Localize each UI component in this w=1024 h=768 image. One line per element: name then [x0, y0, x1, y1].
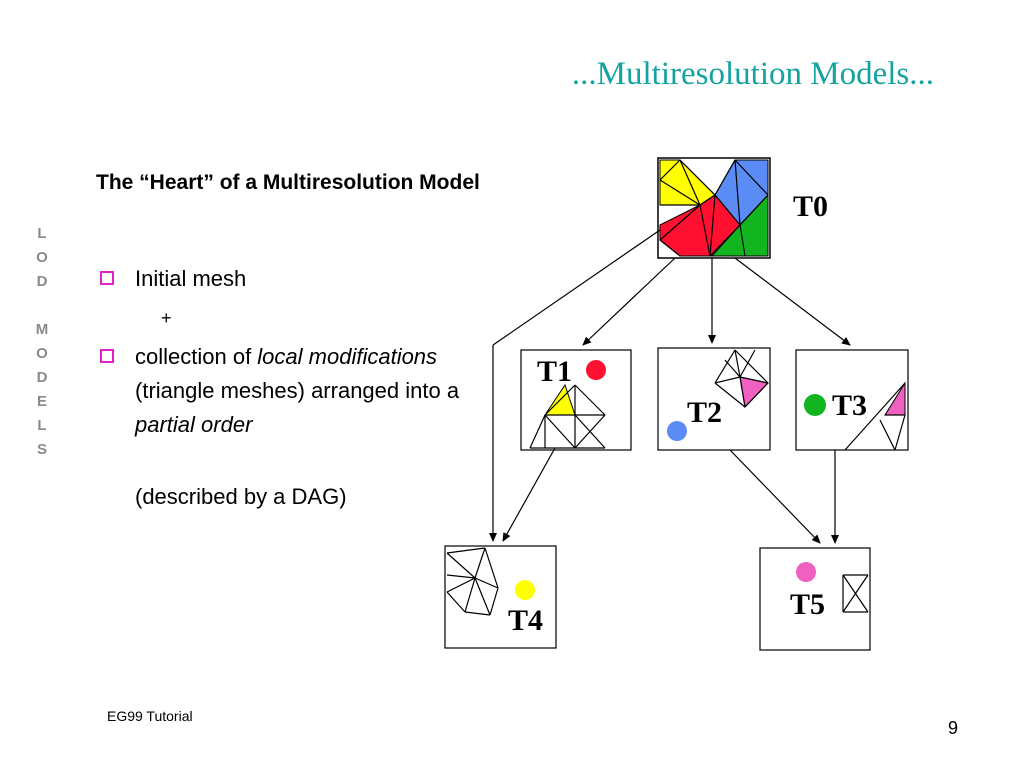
- sidebar-letter: E: [36, 393, 47, 410]
- t5-pink-dot: [796, 562, 816, 582]
- node-label-t1: T1: [537, 355, 572, 388]
- edge-t0-t1: [582, 257, 676, 346]
- t2-blue-dot: [667, 421, 687, 441]
- text-run-italic: partial order: [135, 412, 253, 437]
- sidebar-letter: S: [36, 441, 47, 458]
- node-label-t2: T2: [687, 396, 722, 429]
- slide-title: ...Multiresolution Models...: [571, 56, 934, 92]
- sidebar-letter: O: [36, 249, 48, 266]
- t1-mesh-edges: [529, 384, 606, 449]
- t4-frame: [444, 545, 557, 649]
- bullet-initial-mesh: Initial mesh: [100, 262, 460, 296]
- text-run: collection of: [135, 344, 258, 369]
- sidebar-letter: D: [36, 369, 48, 386]
- bullet-text: Initial mesh: [135, 266, 247, 291]
- edge-t1-t4: [502, 447, 556, 542]
- node-label-t4: T4: [508, 604, 543, 637]
- sidebar-letter: M: [35, 321, 49, 338]
- t5-mesh-edges: [842, 574, 869, 613]
- page-number: 9: [947, 718, 958, 738]
- dag-note: (described by a DAG): [135, 484, 347, 509]
- node-t0: T0: [657, 157, 828, 259]
- node-t3: T3: [795, 349, 909, 451]
- section-heading: The “Heart” of a Multiresolution Model: [96, 171, 480, 194]
- bullet-local-modifications: collection of local modifications (trian…: [100, 340, 460, 442]
- node-t2: T2: [657, 347, 771, 451]
- footer-text: EG99 Tutorial: [107, 708, 193, 724]
- node-t5: T5: [759, 547, 871, 651]
- t5-frame: [759, 547, 871, 651]
- t1-frame: [520, 349, 632, 451]
- t2-mesh-edges: [714, 349, 769, 408]
- edge-t0-t3: [734, 257, 851, 346]
- t4-yellow-dot: [515, 580, 535, 600]
- bullet-text: collection of local modifications (trian…: [135, 340, 460, 442]
- edge-t0-t4-part: [492, 229, 661, 346]
- text-run-italic: local modifications: [257, 344, 438, 369]
- edge-t2-t5: [729, 449, 821, 544]
- text-run: (triangle meshes) arranged into a: [135, 378, 460, 403]
- dag-edges: [489, 229, 851, 544]
- node-label-t5: T5: [790, 588, 825, 621]
- t0-green-region-2: [710, 223, 746, 257]
- sidebar-letter: L: [37, 225, 47, 242]
- node-label-t0: T0: [793, 190, 828, 223]
- bullet-square-icon: [100, 271, 114, 285]
- sidebar-letter: L: [37, 417, 47, 434]
- t4-mesh-edges: [446, 547, 499, 616]
- sidebar-lod-models: L O D M O D E L S: [30, 222, 54, 462]
- node-t4: T4: [444, 545, 557, 649]
- sidebar-letter: O: [36, 345, 48, 362]
- node-t1: T1: [520, 349, 632, 451]
- t1-red-dot: [586, 360, 606, 380]
- plus-sign: +: [161, 308, 172, 328]
- node-label-t3: T3: [832, 389, 867, 422]
- t0-mesh-edges: [659, 159, 769, 257]
- t3-green-dot: [804, 394, 826, 416]
- bullet-square-icon: [100, 349, 114, 363]
- t3-mesh-edges: [844, 382, 906, 451]
- sidebar-letter: D: [36, 273, 48, 290]
